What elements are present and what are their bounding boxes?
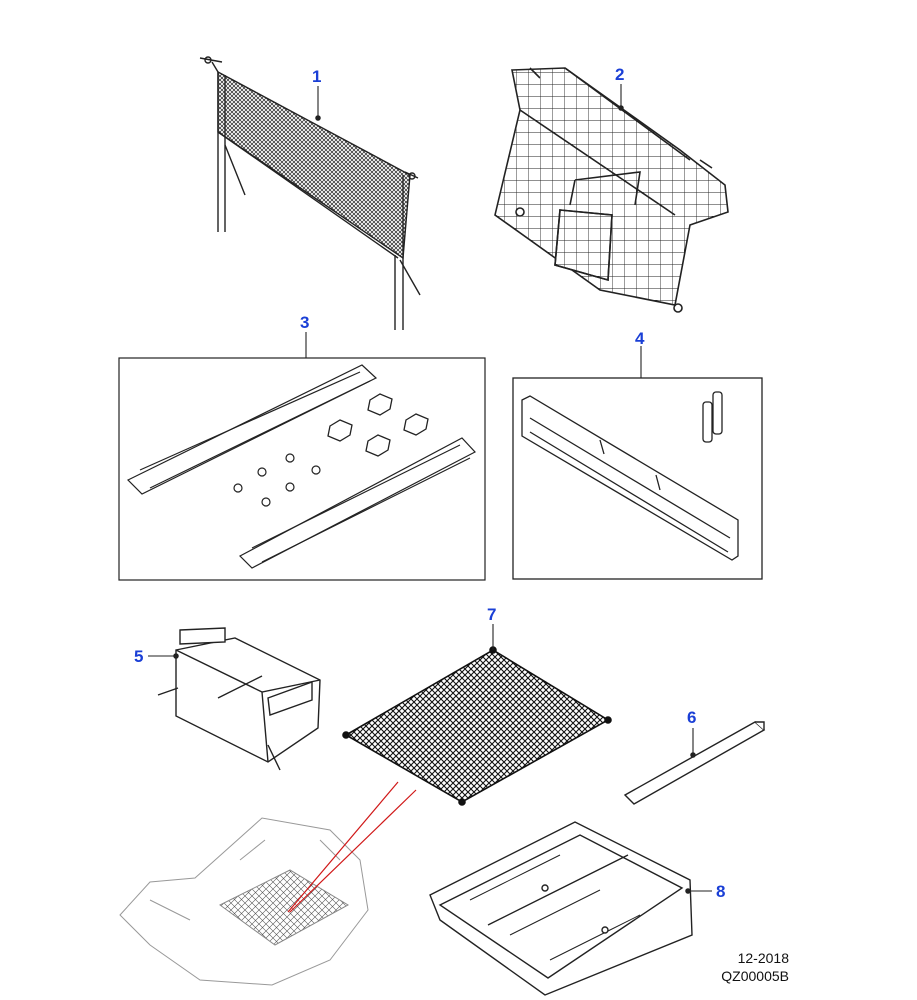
callout-leaders [148,84,712,894]
part-3-frame [118,357,486,581]
part-4-frame [512,377,763,580]
vehicle-load-floor-outline [119,817,369,986]
part-1-cargo-barrier-net [199,56,421,330]
callout-5: 5 [134,647,143,666]
callout-4: 4 [635,329,645,348]
part-4-divider-bar-kit [512,377,763,580]
callout-7: 7 [487,605,496,624]
part-5-cargo-organiser-box [157,627,321,771]
part-7-floor-net [342,646,612,806]
callout-1: 1 [312,67,321,86]
callout-2: 2 [615,65,624,84]
diagram-code: QZ00005B [721,968,789,984]
part-3-floor-rail-kit [118,357,486,581]
diagram-date: 12-2018 [737,950,789,966]
callout-3: 3 [300,313,309,332]
floor-net-leader-lines [287,781,417,913]
part-8-load-space-tray [429,821,693,996]
callout-8: 8 [716,882,725,901]
callout-6: 6 [687,708,696,727]
part-6-load-bar [623,721,766,805]
part-2-cargo-guard-grid [494,67,729,313]
